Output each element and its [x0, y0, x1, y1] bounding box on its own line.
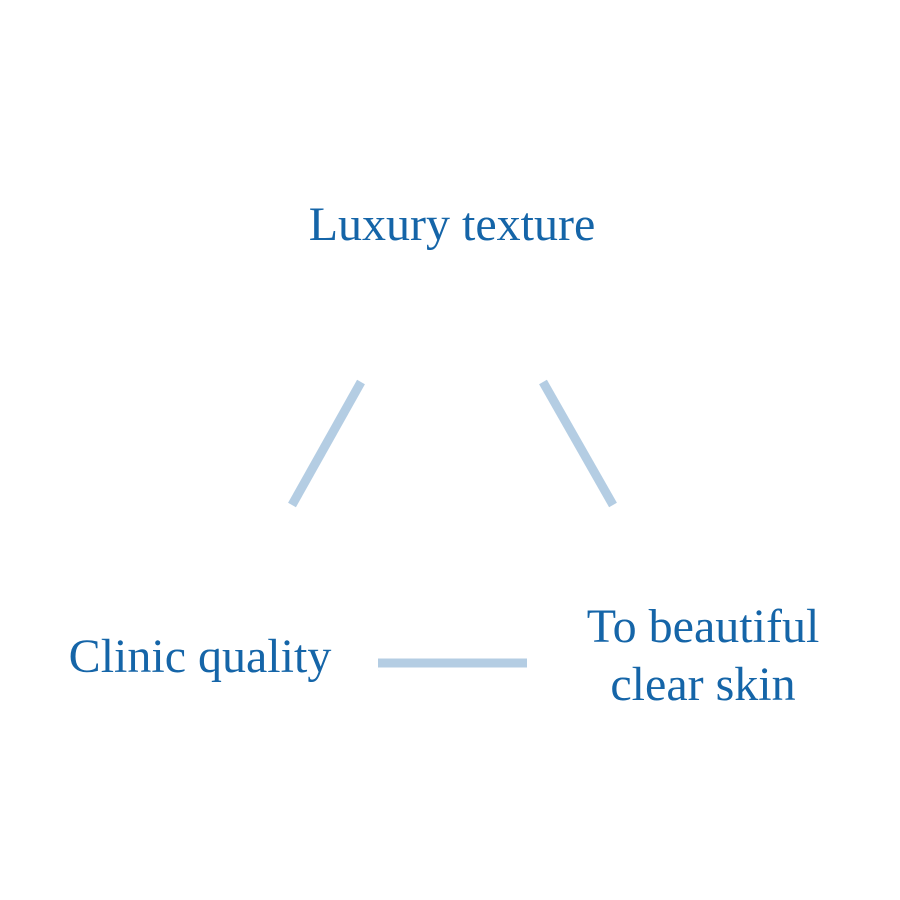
connector-top-left [288, 379, 365, 508]
node-luxury-texture: Luxury texture [308, 198, 596, 251]
node-beautiful-clear-skin-line-2: clear skin [610, 658, 796, 711]
node-clinic-quality: Clinic quality [68, 630, 332, 683]
node-beautiful-clear-skin: To beautiful clear skin [553, 598, 853, 714]
node-beautiful-clear-skin-line-1: To beautiful [586, 600, 820, 653]
connector-top-right [539, 379, 617, 508]
